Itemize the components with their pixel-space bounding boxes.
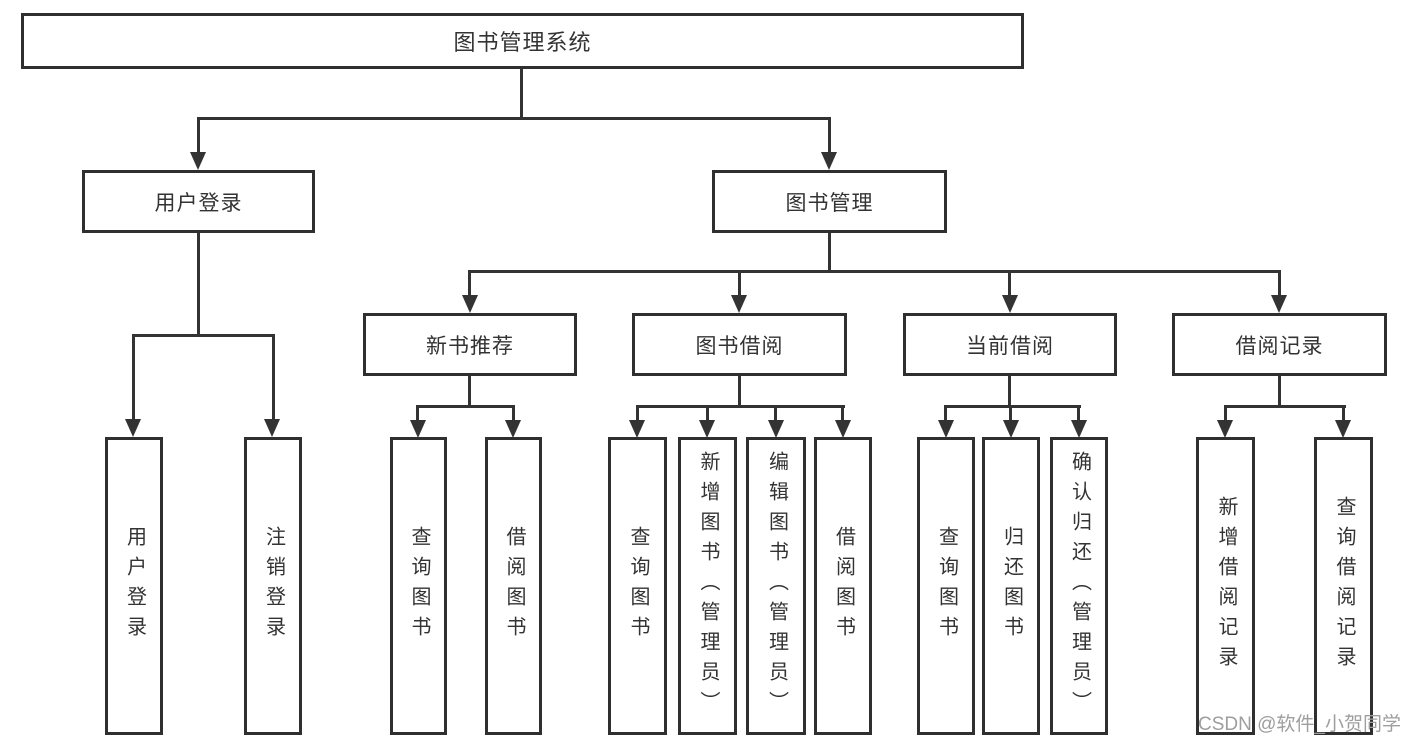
connector-line xyxy=(1008,376,1011,408)
leaf-borrow-books-recommend: 借阅图书 xyxy=(485,437,542,735)
leaf-borrow-books: 借阅图书 xyxy=(814,437,872,735)
connector-line xyxy=(636,405,639,422)
connector-line xyxy=(1008,270,1011,297)
connector-line xyxy=(132,334,275,337)
arrow-down-icon xyxy=(1003,420,1019,438)
connector-line xyxy=(512,405,515,422)
arrow-down-icon xyxy=(125,419,141,437)
connector-line xyxy=(841,405,844,422)
arrow-down-icon xyxy=(821,152,837,170)
leaf-confirm-return-admin: 确认归还（管理员） xyxy=(1050,437,1108,735)
leaf-label: 用户登录 xyxy=(123,526,146,646)
leaf-label: 新增借阅记录 xyxy=(1215,496,1237,676)
leaf-label: 查询图书 xyxy=(935,526,958,646)
arrow-down-icon xyxy=(1002,295,1018,313)
arrow-down-icon xyxy=(462,295,478,313)
connector-line xyxy=(197,117,831,120)
leaf-label: 归还图书 xyxy=(1000,526,1023,646)
arrow-down-icon xyxy=(505,420,521,438)
leaf-edit-book-admin: 编辑图书（管理员） xyxy=(746,437,806,735)
leaf-query-books-recommend: 查询图书 xyxy=(390,437,447,735)
arrow-down-icon xyxy=(731,295,747,313)
arrow-down-icon xyxy=(1071,420,1087,438)
leaf-label: 借阅图书 xyxy=(503,526,525,646)
connector-line xyxy=(468,376,471,408)
node-root: 图书管理系统 xyxy=(21,13,1024,69)
leaf-add-book-admin: 新增图书（管理员） xyxy=(678,437,737,735)
leaf-label: 确认归还（管理员） xyxy=(1068,451,1091,721)
connector-line xyxy=(197,233,200,336)
node-current-borrow: 当前借阅 xyxy=(903,313,1117,376)
arrow-down-icon xyxy=(264,419,280,437)
connector-line xyxy=(1009,405,1012,422)
leaf-label: 借阅图书 xyxy=(832,526,855,646)
connector-line xyxy=(272,334,275,420)
leaf-label: 编辑图书（管理员） xyxy=(765,451,788,721)
connector-line xyxy=(828,233,831,272)
connector-line xyxy=(738,270,741,297)
connector-line xyxy=(1278,376,1281,408)
leaf-label: 查询借阅记录 xyxy=(1333,496,1355,676)
leaf-query-books-borrow: 查询图书 xyxy=(608,437,667,735)
connector-line xyxy=(1342,405,1345,422)
node-user-login: 用户登录 xyxy=(82,170,315,233)
connector-line xyxy=(738,376,741,408)
connector-line xyxy=(706,405,709,422)
connector-line xyxy=(468,270,471,297)
connector-line xyxy=(636,405,845,408)
leaf-query-books-current: 查询图书 xyxy=(917,437,975,735)
arrow-down-icon xyxy=(629,420,645,438)
arrow-down-icon xyxy=(410,420,426,438)
connector-line xyxy=(1224,405,1227,422)
connector-line xyxy=(1278,270,1281,297)
arrow-down-icon xyxy=(699,420,715,438)
arrow-down-icon xyxy=(938,420,954,438)
leaf-label: 查询图书 xyxy=(408,526,430,646)
leaf-logout: 注销登录 xyxy=(244,437,302,735)
node-new-book-recommend: 新书推荐 xyxy=(363,313,577,376)
connector-line xyxy=(944,405,1081,408)
leaf-return-book: 归还图书 xyxy=(982,437,1040,735)
connector-line xyxy=(774,405,777,422)
node-borrow-records: 借阅记录 xyxy=(1172,313,1387,376)
connector-line xyxy=(416,405,419,422)
watermark: CSDN @软件_小贺同学 xyxy=(1198,714,1401,735)
connector-line xyxy=(132,334,135,420)
connector-line xyxy=(468,270,1281,273)
arrow-down-icon xyxy=(1217,420,1233,438)
connector-line xyxy=(944,405,947,422)
leaf-label: 查询图书 xyxy=(627,526,649,646)
connector-line xyxy=(1077,405,1080,422)
leaf-label: 注销登录 xyxy=(262,526,285,646)
connector-line xyxy=(416,405,515,408)
leaf-add-borrow-record: 新增借阅记录 xyxy=(1196,437,1255,735)
connector-line xyxy=(197,117,200,153)
arrow-down-icon xyxy=(1335,420,1351,438)
arrow-down-icon xyxy=(190,152,206,170)
node-book-management: 图书管理 xyxy=(712,170,947,233)
node-book-borrow: 图书借阅 xyxy=(632,313,847,376)
arrow-down-icon xyxy=(1271,295,1287,313)
leaf-query-borrow-record: 查询借阅记录 xyxy=(1314,437,1373,735)
arrow-down-icon xyxy=(835,420,851,438)
connector-line xyxy=(520,69,523,117)
connector-line xyxy=(828,117,831,153)
leaf-user-login: 用户登录 xyxy=(105,437,163,735)
connector-line xyxy=(1224,405,1346,408)
leaf-label: 新增图书（管理员） xyxy=(697,451,719,721)
arrow-down-icon xyxy=(768,420,784,438)
